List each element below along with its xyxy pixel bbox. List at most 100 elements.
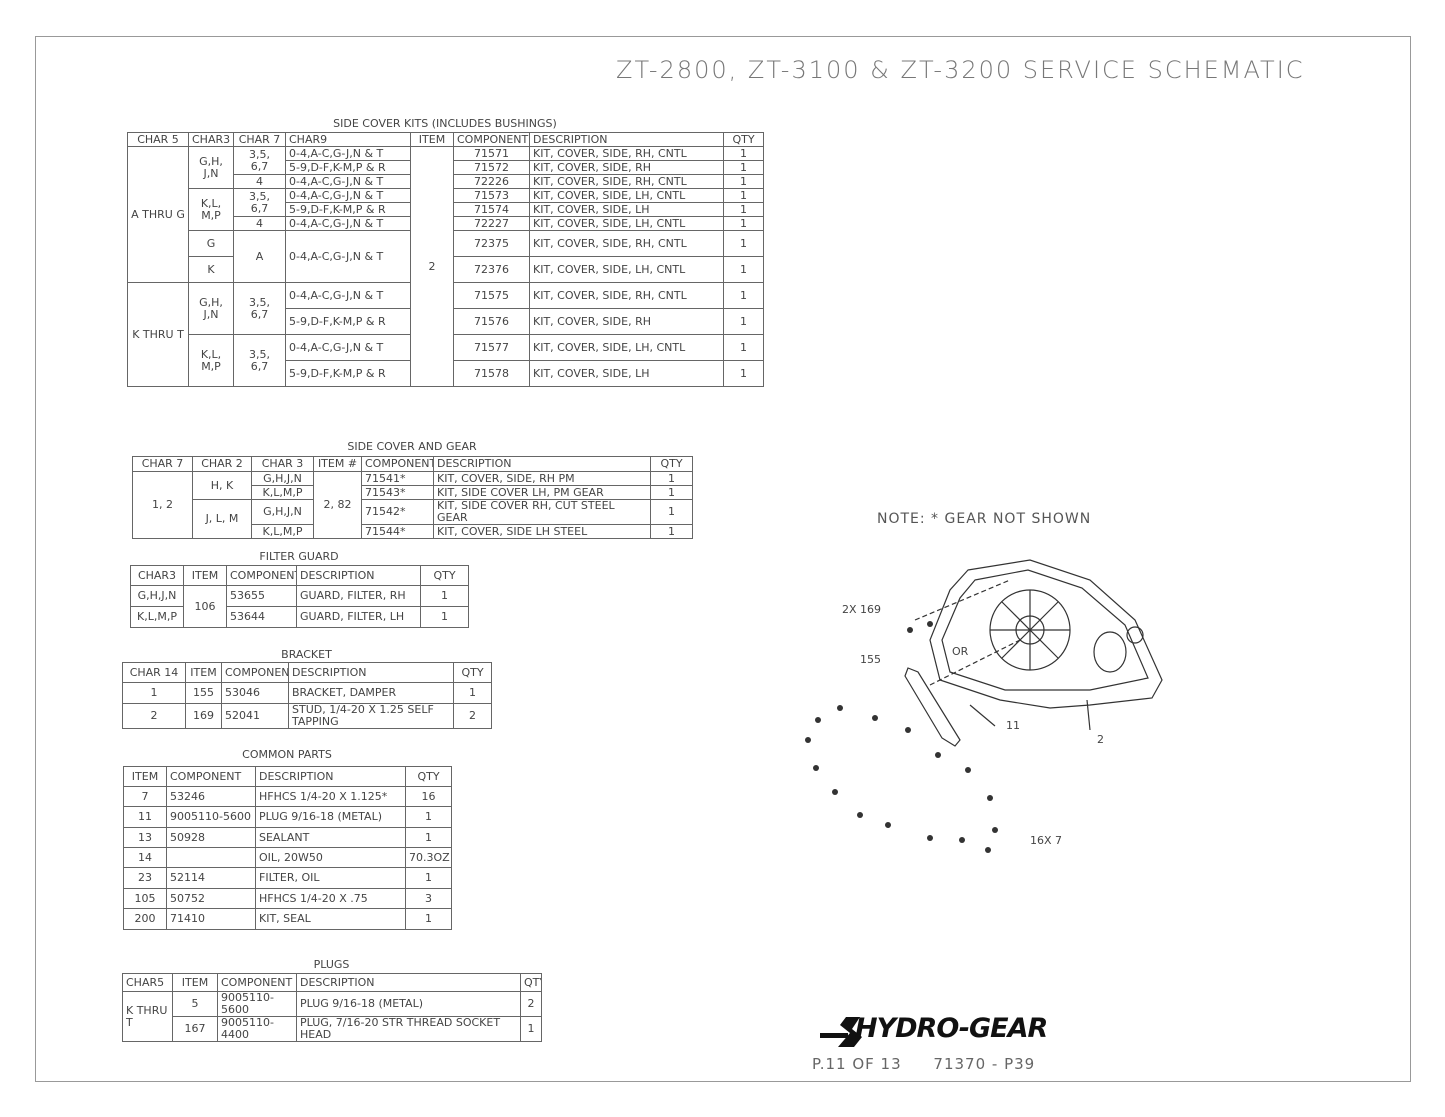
table-cell: 72375 bbox=[453, 230, 530, 257]
table-cell: 71543* bbox=[361, 485, 434, 500]
table-cell: 1 bbox=[723, 146, 764, 161]
column-header: ITEM # bbox=[313, 456, 362, 472]
column-header: CHAR5 bbox=[122, 973, 173, 992]
column-header: CHAR 2 bbox=[192, 456, 252, 472]
table-cell: KIT, SEAL bbox=[255, 908, 406, 930]
table-cell: 5 bbox=[172, 991, 218, 1017]
table-cell: 71410 bbox=[166, 908, 256, 930]
table-cell: 4 bbox=[233, 216, 286, 231]
table-cell: 1 bbox=[723, 256, 764, 283]
column-header: CHAR 14 bbox=[122, 662, 186, 683]
table-cell: 1 bbox=[420, 585, 469, 607]
table-cell: 71541* bbox=[361, 471, 434, 486]
column-header: DESCRIPTION bbox=[433, 456, 651, 472]
table-cell: 71575 bbox=[453, 282, 530, 309]
table-cell: KIT, COVER, SIDE, LH bbox=[529, 202, 724, 217]
table-cell: A bbox=[233, 230, 286, 283]
table-cell: 71577 bbox=[453, 334, 530, 361]
table-cell: 1 bbox=[405, 806, 452, 828]
column-header: DESCRIPTION bbox=[296, 973, 521, 992]
column-header: QTY bbox=[650, 456, 693, 472]
table-cell: 23 bbox=[123, 867, 167, 889]
column-header: DESCRIPTION bbox=[296, 565, 421, 586]
table-cell: BRACKET, DAMPER bbox=[288, 682, 454, 704]
table-cell: HFHCS 1/4-20 X 1.125* bbox=[255, 786, 406, 807]
table-cell: 2, 82 bbox=[313, 471, 362, 539]
table-cell: 53246 bbox=[166, 786, 256, 807]
table-cell: 72227 bbox=[453, 216, 530, 231]
column-header: QTY bbox=[405, 766, 452, 787]
table-cell: G bbox=[188, 230, 234, 257]
callout-bolts-7: 16X 7 bbox=[1030, 834, 1063, 847]
table-cell: 52041 bbox=[221, 703, 289, 729]
table-cell: 71572 bbox=[453, 160, 530, 175]
column-header: CHAR 5 bbox=[127, 132, 189, 147]
table-cell: 70.3OZ bbox=[405, 847, 452, 868]
table-cell: 0-4,A-C,G-J,N & T bbox=[285, 188, 411, 203]
table-header-row: CHAR5ITEMCOMPONENTDESCRIPTIONQTY bbox=[122, 973, 542, 992]
table-cell: 1 bbox=[405, 867, 452, 889]
column-header: QTY bbox=[453, 662, 492, 683]
table-cell: 3 bbox=[405, 888, 452, 909]
table-cell: 1 bbox=[650, 499, 693, 525]
table-cell: J, L, M bbox=[192, 499, 252, 539]
table-cell: G,H, J,N bbox=[188, 146, 234, 189]
table-cell: 5-9,D-F,K-M,P & R bbox=[285, 202, 411, 217]
table-cell: 71571 bbox=[453, 146, 530, 161]
table-cell bbox=[166, 847, 256, 868]
document-number: 71370 - P39 bbox=[933, 1055, 1036, 1073]
column-header: CHAR 7 bbox=[132, 456, 193, 472]
table-title: FILTER GUARD bbox=[259, 550, 339, 563]
table-cell: KIT, SIDE COVER RH, CUT STEEL GEAR bbox=[433, 499, 651, 525]
table-cell: 53046 bbox=[221, 682, 289, 704]
table-cell: 71573 bbox=[453, 188, 530, 203]
column-header: ITEM bbox=[183, 565, 227, 586]
table-cell: 72226 bbox=[453, 174, 530, 189]
table-cell: 200 bbox=[123, 908, 167, 930]
table-title: SIDE COVER AND GEAR bbox=[347, 440, 477, 453]
table-cell: 2 bbox=[410, 146, 454, 387]
table-cell: 3,5, 6,7 bbox=[233, 146, 286, 175]
table-cell: G,H,J,N bbox=[251, 499, 314, 525]
table-cell: KIT, SIDE COVER LH, PM GEAR bbox=[433, 485, 651, 500]
table-cell: HFHCS 1/4-20 X .75 bbox=[255, 888, 406, 909]
table-cell: 1 bbox=[420, 606, 469, 628]
table-cell: KIT, COVER, SIDE, LH, CNTL bbox=[529, 256, 724, 283]
column-header: COMPONENT bbox=[166, 766, 256, 787]
table-cell: K,L, M,P bbox=[188, 188, 234, 231]
hydro-gear-logo-text: HYDRO-GEAR bbox=[855, 1013, 1048, 1044]
table-cell: 0-4,A-C,G-J,N & T bbox=[285, 146, 411, 161]
side-cover-outline bbox=[929, 559, 1163, 709]
table-cell: H, K bbox=[192, 471, 252, 500]
table-cell: KIT, COVER, SIDE, LH, CNTL bbox=[529, 334, 724, 361]
column-header: COMPONENT bbox=[361, 456, 434, 472]
table-cell: K,L,M,P bbox=[251, 485, 314, 500]
table-cell: 9005110-4400 bbox=[217, 1016, 297, 1042]
table-cell: 105 bbox=[123, 888, 167, 909]
column-header: CHAR3 bbox=[130, 565, 184, 586]
table-cell: 5-9,D-F,K-M,P & R bbox=[285, 308, 411, 335]
column-header: ITEM bbox=[172, 973, 218, 992]
table-cell: 1 bbox=[453, 682, 492, 704]
drawing-border bbox=[35, 36, 1411, 1082]
table-cell: 1 bbox=[723, 360, 764, 387]
table-header-row: CHAR 14ITEMCOMPONENTDESCRIPTIONQTY bbox=[122, 662, 492, 683]
table-cell: 71542* bbox=[361, 499, 434, 525]
